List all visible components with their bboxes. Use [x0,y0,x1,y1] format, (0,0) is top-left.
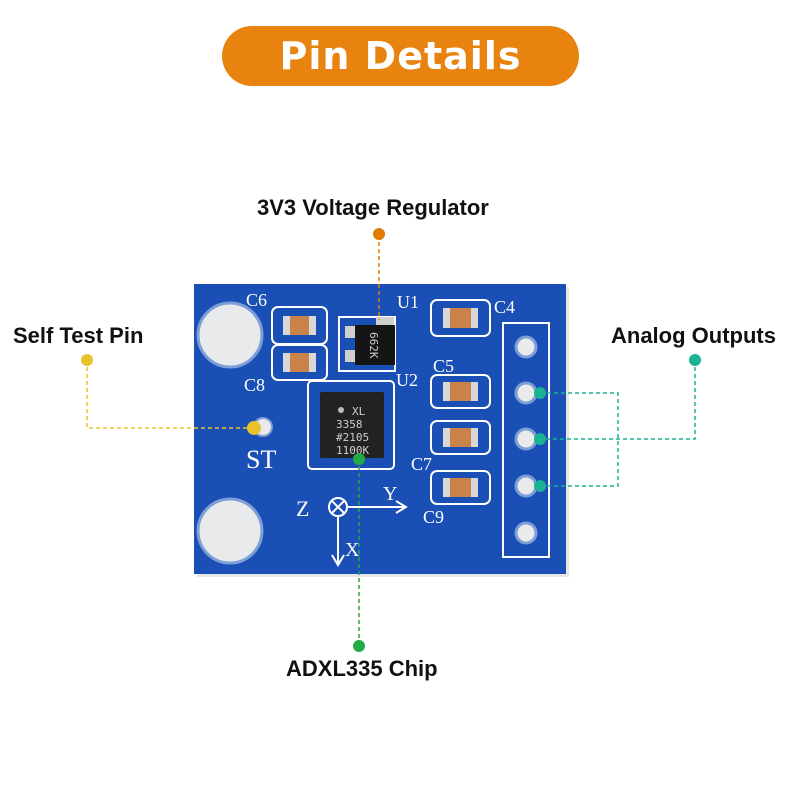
silk-c8: C8 [244,375,265,395]
capacitor-c4 [430,299,491,337]
mounting-hole-bottom [196,497,264,565]
silk-c7: C7 [411,454,432,474]
capacitor-c8 [271,344,328,381]
regulator-callout-line [373,228,385,320]
mounting-hole-top [196,301,264,369]
silk-c4: C4 [494,297,515,317]
label-adxl335-chip: ADXL335 Chip [286,656,438,681]
label-voltage-regulator: 3V3 Voltage Regulator [257,195,489,220]
title-banner: Pin Details [222,26,579,86]
voltage-regulator: 662K [338,316,396,372]
silk-c5: C5 [433,356,454,376]
capacitor-c5 [430,374,491,409]
silk-st: ST [246,445,276,474]
axis-x-label: X [345,539,360,561]
silk-u1: U1 [397,292,419,312]
capacitor-c6 [271,306,328,345]
pin-header [502,322,550,558]
axis-z-marker [328,497,348,517]
capacitor-c9 [430,470,491,505]
label-self-test-pin: Self Test Pin [13,323,144,348]
axis-z-label: Z [296,496,309,521]
silk-u2: U2 [396,370,418,390]
silk-c6: C6 [246,290,267,310]
capacitor-middle [430,420,491,455]
self-test-callout-line [81,354,261,435]
regulator-marking: 662K [367,332,380,359]
axis-y-label: Y [383,483,397,505]
chip-callout-line [353,453,365,652]
chip-line-3: #2105 [336,431,369,444]
header-pads [514,335,538,545]
adxl335-chip: XL 3358 #2105 1100K [307,380,395,470]
chip-line-4: 1100K [336,444,369,457]
analog-callout-line [534,354,701,492]
page-title: Pin Details [279,34,522,78]
label-analog-outputs: Analog Outputs [611,323,776,348]
chip-line-2: 3358 [336,418,363,431]
chip-line-1: XL [352,405,366,418]
silk-c9: C9 [423,507,444,527]
